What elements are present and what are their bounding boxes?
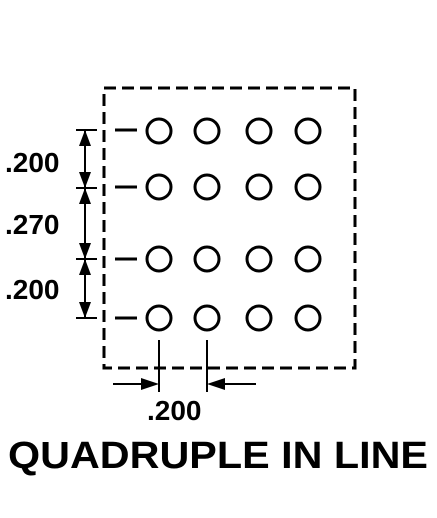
package-outline [102, 86, 357, 370]
pin-grid [145, 117, 322, 332]
pin [145, 304, 173, 332]
arrowhead-down [79, 302, 91, 318]
vertical-arrowheads [79, 130, 91, 318]
arrowhead-up [79, 188, 91, 204]
pin [193, 173, 221, 201]
pin [245, 117, 273, 145]
horizontal-arrowheads [141, 378, 225, 390]
pin [294, 117, 322, 145]
pin [193, 245, 221, 273]
arrowhead-up [79, 130, 91, 146]
row-spacing-bottom-label: .200 [5, 274, 60, 305]
row-spacing-middle-label: .270 [5, 209, 60, 240]
pin [193, 117, 221, 145]
pin [245, 173, 273, 201]
pin [294, 173, 322, 201]
pin [145, 245, 173, 273]
horizontal-dimension [113, 340, 256, 392]
arrowhead-right [141, 378, 159, 390]
pin [145, 173, 173, 201]
row-spacing-top-label: .200 [5, 147, 60, 178]
pin [294, 245, 322, 273]
arrowhead-down [79, 172, 91, 188]
row-leaders [115, 128, 137, 320]
arrowhead-down [79, 243, 91, 259]
vertical-dimension-chain [76, 129, 97, 319]
pin [145, 117, 173, 145]
arrowhead-up [79, 259, 91, 275]
pin [193, 304, 221, 332]
pin [245, 245, 273, 273]
pin [245, 304, 273, 332]
arrowhead-left [207, 378, 225, 390]
pin [294, 304, 322, 332]
diagram-title: QUADRUPLE IN LINE [8, 435, 428, 477]
column-spacing-label: .200 [147, 395, 202, 426]
